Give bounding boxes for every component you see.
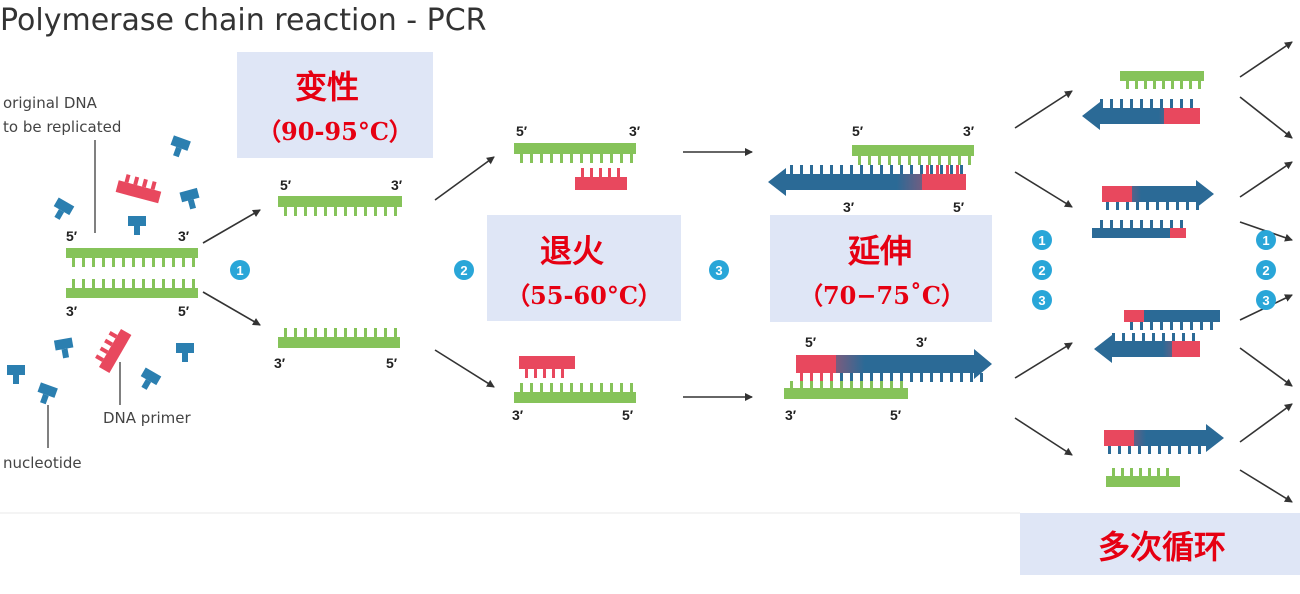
nucleotide-icon <box>53 197 75 220</box>
svg-text:5′: 5′ <box>280 177 292 193</box>
svg-text:3′: 3′ <box>391 177 403 193</box>
svg-text:3′: 3′ <box>629 123 641 139</box>
annealed-top <box>514 143 636 190</box>
product-1 <box>1082 71 1204 130</box>
svg-text:3′: 3′ <box>963 123 975 139</box>
svg-text:5′: 5′ <box>516 123 528 139</box>
leader-lines <box>47 140 121 448</box>
primer-icon <box>115 174 162 204</box>
cycles-label: 多次循环 <box>1098 528 1226 566</box>
step-circle-1: 1 <box>230 260 250 280</box>
svg-text:5′: 5′ <box>852 123 864 139</box>
original-dna-label-line1: original DNA <box>3 94 98 112</box>
step-circle-2: 2 <box>454 260 474 280</box>
svg-text:3′: 3′ <box>843 199 855 215</box>
svg-text:5′: 5′ <box>178 303 190 319</box>
product-4 <box>1104 424 1224 487</box>
page-title: Polymerase chain reaction - PCR <box>0 3 487 38</box>
nucleotide-icon <box>176 343 194 362</box>
svg-text:1: 1 <box>1038 233 1045 248</box>
extend-box <box>770 215 992 322</box>
svg-text:2: 2 <box>1038 263 1045 278</box>
svg-text:3: 3 <box>715 263 722 278</box>
anneal-temp: （55-60°C） <box>506 281 662 310</box>
dna-strands-layer <box>7 71 1224 487</box>
denature-name: 变性 <box>295 68 359 106</box>
nucleotide-icon <box>179 187 200 210</box>
annealed-bottom <box>514 356 636 403</box>
svg-text:5′: 5′ <box>622 407 634 423</box>
denature-temp: （90-95°C） <box>257 117 413 146</box>
product-3 <box>1094 310 1220 363</box>
svg-text:1: 1 <box>1262 233 1269 248</box>
original-dna-label-line2: to be replicated <box>3 118 121 136</box>
anneal-name: 退火 <box>540 232 604 270</box>
nucleotide-icon <box>7 365 25 384</box>
svg-text:5′: 5′ <box>805 334 817 350</box>
denatured-strand-bottom <box>278 328 400 348</box>
primer-icon <box>95 328 132 374</box>
extend-name: 延伸 <box>847 232 912 270</box>
svg-text:3′: 3′ <box>274 355 286 371</box>
svg-text:3′: 3′ <box>178 228 190 244</box>
nucleotide-icon <box>128 216 146 235</box>
cycles-box <box>1020 513 1300 575</box>
svg-text:3: 3 <box>1262 293 1269 308</box>
extended-top <box>768 145 974 196</box>
nucleotide-icon <box>53 337 74 359</box>
svg-text:5′: 5′ <box>66 228 78 244</box>
dna-primer-label: DNA primer <box>103 409 191 427</box>
svg-text:2: 2 <box>1262 263 1269 278</box>
product-2 <box>1092 180 1214 238</box>
svg-text:5′: 5′ <box>386 355 398 371</box>
svg-text:3: 3 <box>1038 293 1045 308</box>
extended-bottom <box>784 349 992 399</box>
svg-text:3′: 3′ <box>785 407 797 423</box>
svg-text:5′: 5′ <box>953 199 965 215</box>
strand-end-labels: 5′ 3′ 3′ 5′ 5′ 3′ 3′ 5′ 5′ 3′ 3′ 5′ 5′ 3… <box>66 123 975 423</box>
cycle-circles-left: 1 2 3 <box>1032 230 1052 310</box>
nucleotide-label: nucleotide <box>3 454 82 472</box>
svg-text:1: 1 <box>236 263 243 278</box>
extend-temp: （70−75˚C） <box>799 281 965 310</box>
svg-text:5′: 5′ <box>890 407 902 423</box>
svg-text:2: 2 <box>460 263 467 278</box>
denature-box <box>237 52 433 158</box>
nucleotide-icon <box>140 367 162 390</box>
svg-text:3′: 3′ <box>66 303 78 319</box>
denatured-strand-top <box>278 196 402 216</box>
svg-text:3′: 3′ <box>916 334 928 350</box>
nucleotide-icon <box>37 382 58 405</box>
step-circle-3: 3 <box>709 260 729 280</box>
cycle-circles-right: 1 2 3 <box>1256 230 1276 310</box>
anneal-box <box>487 215 681 321</box>
nucleotide-icon <box>170 135 191 158</box>
original-dna-double-strand <box>66 248 198 298</box>
svg-text:3′: 3′ <box>512 407 524 423</box>
